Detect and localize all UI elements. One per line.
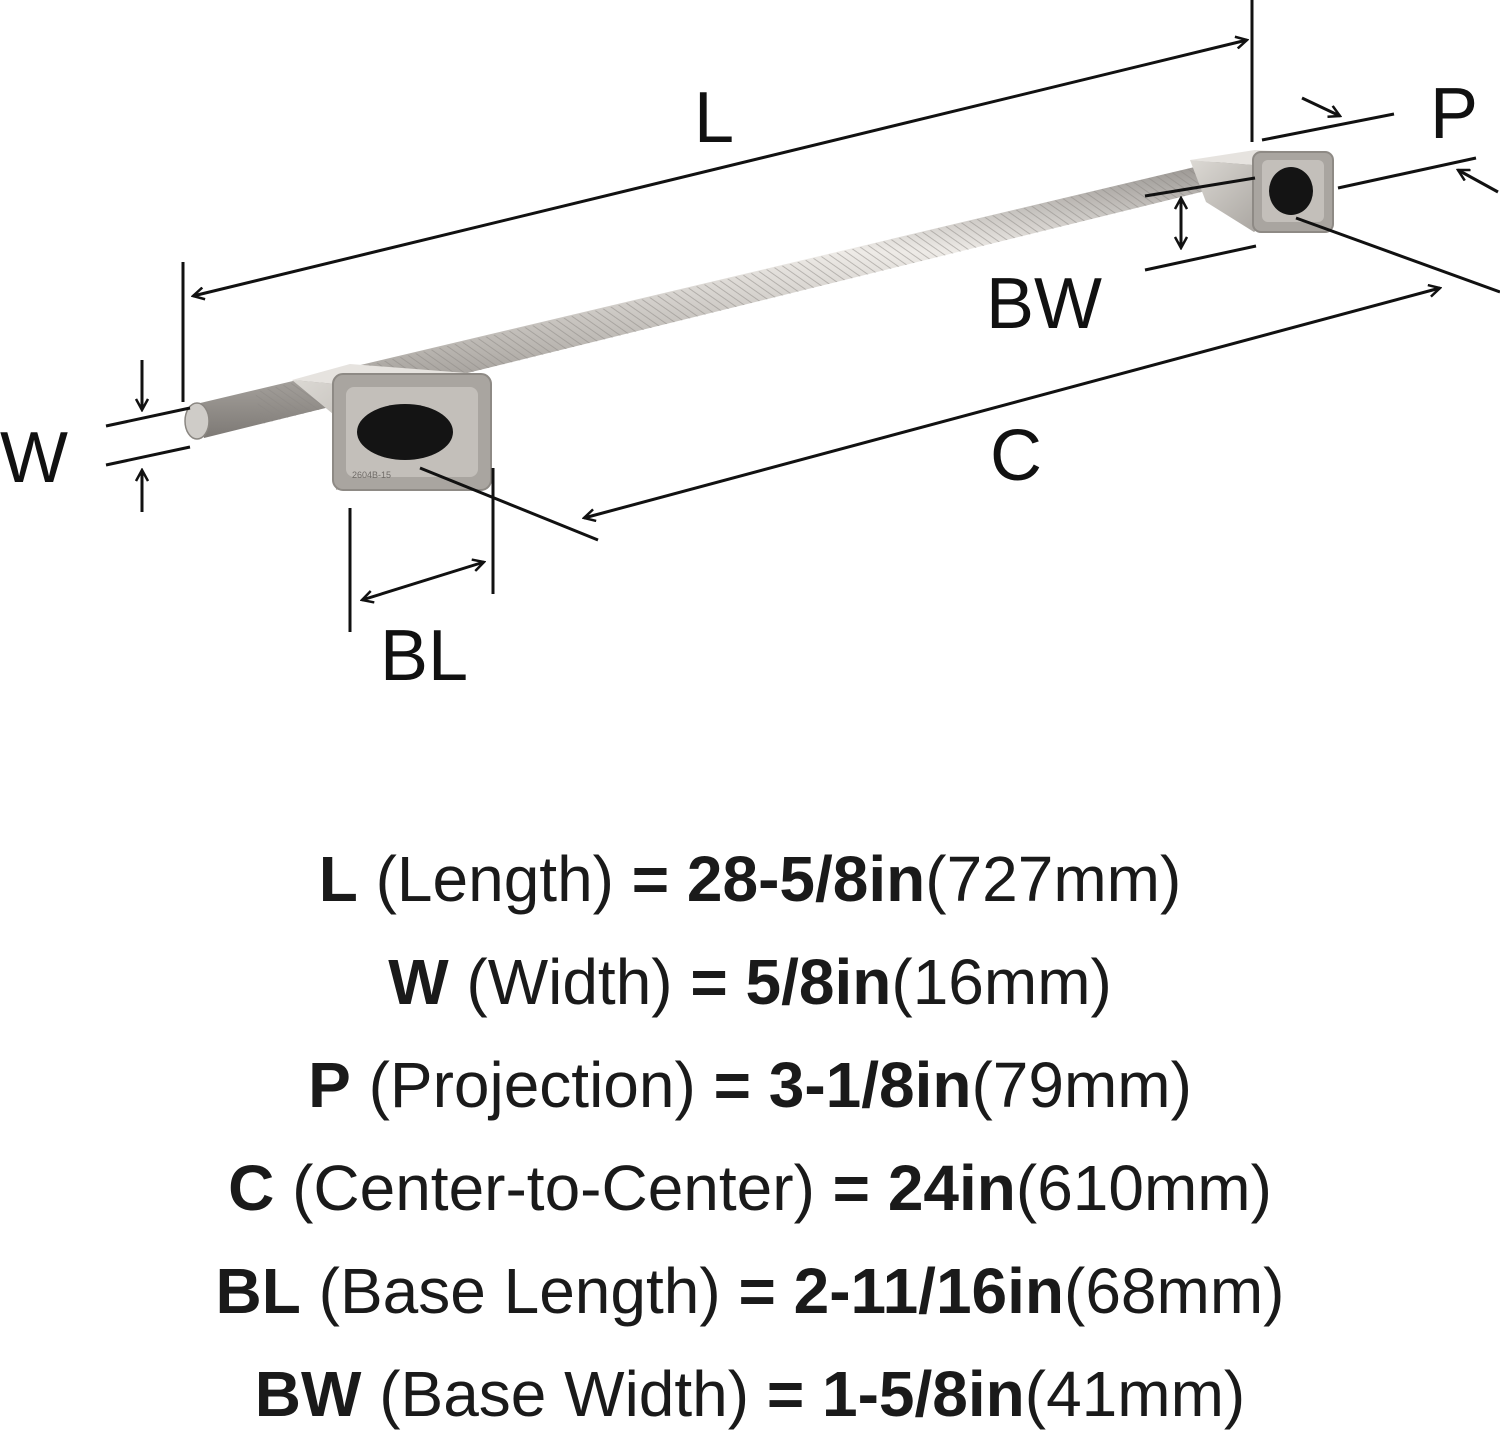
spec-equals: =: [713, 1049, 751, 1121]
spec-equals: =: [766, 1358, 805, 1430]
spec-base-length: BL (Base Length) = 2-11/16in(68mm): [0, 1240, 1500, 1343]
base-marking: 2604B-15: [352, 470, 391, 480]
spec-imperial: 28-5/8in: [686, 843, 926, 915]
spec-code: BW: [254, 1358, 362, 1430]
spec-metric: (41mm): [1024, 1358, 1246, 1430]
right-base-hole: [1269, 167, 1313, 215]
spec-imperial: 3-1/8in: [768, 1049, 972, 1121]
spec-metric: (727mm): [925, 843, 1182, 915]
spec-equals: =: [690, 946, 728, 1018]
spec-code: BL: [215, 1255, 301, 1327]
spec-code: P: [308, 1049, 351, 1121]
spec-code: C: [228, 1152, 275, 1224]
dimension-C-line: [584, 288, 1440, 518]
spec-code: W: [388, 946, 449, 1018]
left-base-hole: [357, 404, 453, 460]
dimension-P-top-arrow: [1301, 96, 1340, 116]
spec-name: (Center-to-Center): [292, 1152, 815, 1224]
spec-imperial: 5/8in: [745, 946, 892, 1018]
spec-center-to-center: C (Center-to-Center) = 24in(610mm): [0, 1137, 1500, 1240]
spec-projection: P (Projection) = 3-1/8in(79mm): [0, 1034, 1500, 1137]
spec-metric: (79mm): [971, 1049, 1192, 1121]
spec-name: (Base Length): [318, 1255, 721, 1327]
spec-imperial: 1-5/8in: [822, 1358, 1025, 1430]
right-base: [1190, 150, 1334, 233]
spec-metric: (610mm): [1015, 1152, 1272, 1224]
label-L: L: [694, 78, 734, 158]
towel-bar-product: 2604B-15: [184, 150, 1334, 491]
spec-metric: (16mm): [891, 946, 1112, 1018]
spec-name: (Projection): [368, 1049, 696, 1121]
spec-name: (Length): [375, 843, 614, 915]
spec-equals: =: [631, 843, 670, 915]
spec-name: (Width): [466, 946, 673, 1018]
dimension-L-line: [193, 40, 1247, 296]
spec-equals: =: [738, 1255, 776, 1327]
spec-width: W (Width) = 5/8in(16mm): [0, 931, 1500, 1034]
spec-imperial: 2-11/16in: [793, 1255, 1065, 1327]
label-P: P: [1430, 74, 1478, 154]
spec-code: L: [318, 843, 358, 915]
label-C: C: [990, 416, 1042, 496]
label-BL: BL: [380, 616, 468, 696]
dimension-lines: [105, 0, 1500, 632]
left-base: 2604B-15: [292, 364, 492, 491]
spec-base-width: BW (Base Width) = 1-5/8in(41mm): [0, 1343, 1500, 1446]
dimension-diagram: 2604B-15: [0, 0, 1500, 696]
dimension-P-bottom-arrow: [1458, 168, 1499, 194]
label-W: W: [0, 418, 68, 498]
spec-equals: =: [832, 1152, 871, 1224]
label-BW: BW: [986, 264, 1102, 344]
spec-imperial: 24in: [887, 1152, 1016, 1224]
spec-metric: (68mm): [1064, 1255, 1285, 1327]
specifications-list: L (Length) = 28-5/8in(727mm) W (Width) =…: [0, 828, 1500, 1446]
spec-name: (Base Width): [379, 1358, 750, 1430]
dimension-BL-line: [362, 562, 484, 600]
spec-length: L (Length) = 28-5/8in(727mm): [0, 828, 1500, 931]
